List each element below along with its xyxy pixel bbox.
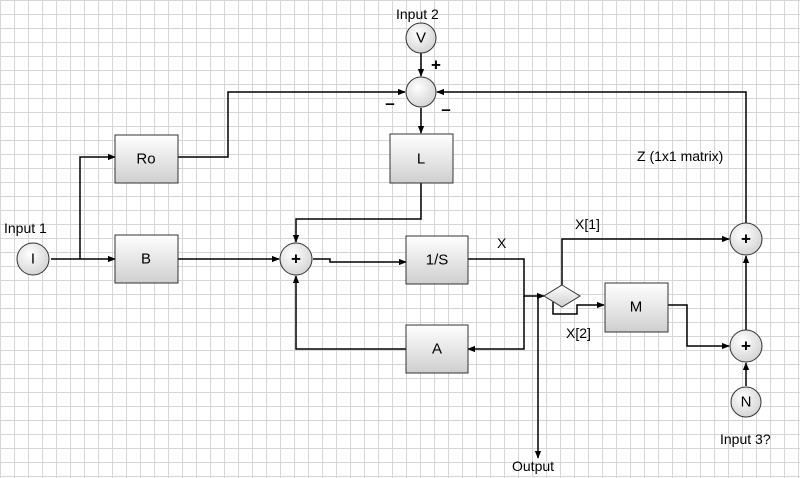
summing-junction-right-top: +	[729, 222, 763, 256]
label-signal-x2: X[2]	[566, 325, 591, 341]
wire-l-to-sum-mid	[292, 183, 422, 243]
source-n: N	[730, 386, 762, 418]
wire-branch-to-ro	[79, 153, 116, 259]
sign-v-plus: +	[431, 56, 441, 75]
block-m-label: M	[630, 299, 643, 316]
source-v: V	[405, 22, 437, 54]
summing-junction-middle: +	[279, 242, 313, 276]
source-i: I	[16, 242, 50, 276]
block-b: B	[114, 234, 179, 284]
block-integrator: 1/S	[405, 235, 469, 285]
source-i-label: I	[31, 251, 35, 268]
wire-sum-mid-to-integrator	[313, 258, 407, 266]
wire-m-to-sum-right-bottom	[668, 304, 730, 350]
block-a: A	[405, 324, 469, 374]
wires	[51, 53, 750, 459]
label-output: Output	[512, 458, 554, 474]
summing-junction-right-top-symbol: +	[741, 230, 751, 249]
summing-junction-right-bottom: +	[729, 329, 763, 363]
block-integrator-label: 1/S	[426, 252, 449, 269]
wire-x-to-a	[467, 296, 525, 353]
summing-junction-top	[405, 76, 437, 108]
summing-junction-middle-symbol: +	[291, 250, 301, 269]
wire-x2-to-m	[552, 301, 605, 315]
label-input-1: Input 1	[4, 220, 47, 236]
wire-a-to-sum-mid	[292, 275, 406, 350]
block-ro: Ro	[114, 134, 179, 184]
label-signal-x: X	[497, 235, 507, 251]
wire-ro-to-sum-top	[178, 88, 406, 158]
label-signal-z: Z (1x1 matrix)	[637, 148, 723, 164]
label-input-3: Input 3?	[720, 431, 771, 447]
sign-ro-minus: –	[385, 94, 394, 113]
block-l-label: L	[417, 151, 425, 168]
block-b-label: B	[141, 251, 151, 268]
label-input-2: Input 2	[396, 6, 439, 22]
wire-integrator-to-x	[468, 258, 545, 300]
source-v-label: V	[416, 30, 426, 47]
label-signal-x1: X[1]	[575, 216, 600, 232]
block-ro-label: Ro	[136, 151, 155, 168]
wire-z-feedback	[436, 88, 747, 223]
wire-x1-to-sum-right-top	[561, 235, 730, 287]
sign-l-minus: –	[441, 100, 450, 119]
signal-splitter-diamond	[543, 284, 581, 308]
block-m: M	[604, 282, 669, 333]
block-l: L	[389, 133, 454, 184]
block-a-label: A	[432, 341, 442, 358]
source-n-label: N	[741, 394, 752, 411]
summing-junction-right-bottom-symbol: +	[741, 337, 751, 356]
